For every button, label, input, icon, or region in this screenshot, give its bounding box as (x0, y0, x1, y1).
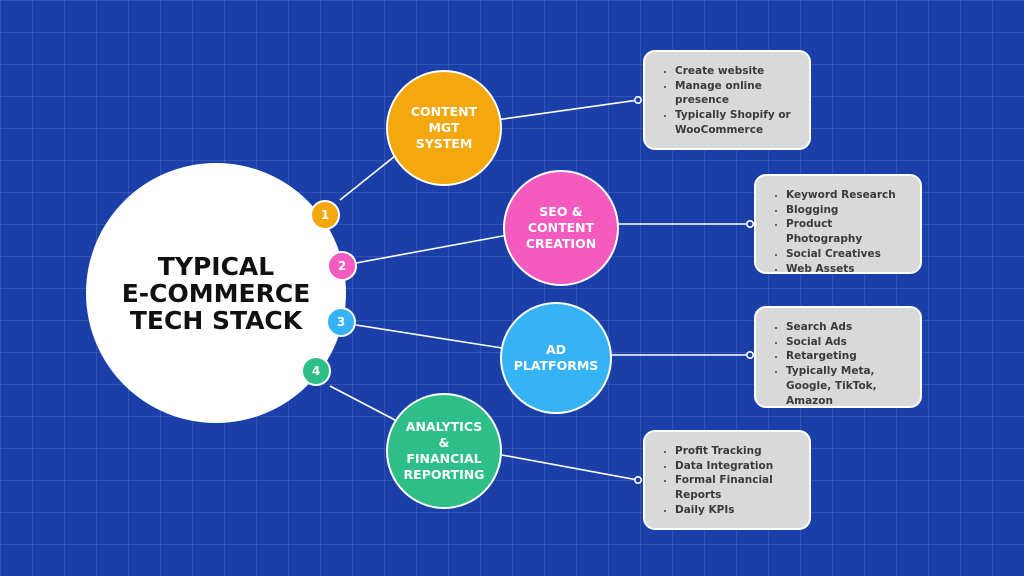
hub-title: TYPICAL E-COMMERCE TECH STACK (121, 251, 311, 335)
badge-3: 3 (326, 307, 356, 337)
list-item: Manage online presence (675, 79, 799, 108)
node-content-mgt-system: CONTENT MGT SYSTEM (386, 70, 502, 186)
connector-dot-4 (633, 475, 642, 484)
connector-dot-2 (745, 220, 754, 229)
badge-4: 4 (301, 356, 331, 386)
list-item: Typically Meta, Google, TikTok, Amazon (786, 364, 910, 408)
list-item: Daily KPIs (675, 503, 799, 518)
detail-box-seo: Keyword Research Blogging Product Photog… (754, 174, 922, 276)
list-item: Formal Financial Reports (675, 473, 799, 502)
connector-4-hub (329, 385, 396, 421)
detail-box-ads: Search Ads Social Ads Retargeting Typica… (754, 306, 922, 408)
bullet-list: Search Ads Social Ads Retargeting Typica… (770, 320, 910, 408)
list-item: Web Assets (786, 262, 910, 277)
list-item: Social Ads (786, 335, 910, 350)
hub-circle: TYPICAL E-COMMERCE TECH STACK (86, 163, 346, 423)
node-seo-content-creation: SEO & CONTENT CREATION (503, 170, 619, 286)
bullet-list: Create website Manage online presence Ty… (659, 64, 799, 138)
connector-1-box (495, 99, 639, 121)
detail-box-content-mgt: Create website Manage online presence Ty… (643, 50, 811, 150)
bullet-list: Profit Tracking Data Integration Formal … (659, 444, 799, 518)
list-item: Keyword Research (786, 188, 910, 203)
badge-2: 2 (327, 251, 357, 281)
connector-dot-3 (745, 350, 754, 359)
list-item: Create website (675, 64, 799, 79)
node-analytics-financial-reporting: ANALYTICS & FINANCIAL REPORTING (386, 393, 502, 509)
node-title: ANALYTICS & FINANCIAL REPORTING (403, 419, 485, 482)
node-title: AD PLATFORMS (513, 342, 599, 373)
list-item: Data Integration (675, 459, 799, 474)
list-item: Profit Tracking (675, 444, 799, 459)
detail-box-analytics: Profit Tracking Data Integration Formal … (643, 430, 811, 530)
node-title: SEO & CONTENT CREATION (525, 204, 597, 251)
node-ad-platforms: AD PLATFORMS (500, 302, 612, 414)
connector-2-hub (355, 234, 509, 264)
list-item: Typically Shopify or WooCommerce (675, 108, 799, 137)
list-item: Retargeting (786, 349, 910, 364)
list-item: Blogging (786, 203, 910, 218)
connector-dot-1 (633, 96, 642, 105)
connector-1-hub (339, 151, 401, 201)
connector-3-hub (355, 324, 503, 349)
badge-1: 1 (310, 200, 340, 230)
list-item: Search Ads (786, 320, 910, 335)
list-item: Social Creatives (786, 247, 910, 262)
list-item: Product Photography (786, 217, 910, 246)
node-title: CONTENT MGT SYSTEM (410, 104, 478, 151)
bullet-list: Keyword Research Blogging Product Photog… (770, 188, 910, 276)
connector-4-box (501, 454, 639, 481)
